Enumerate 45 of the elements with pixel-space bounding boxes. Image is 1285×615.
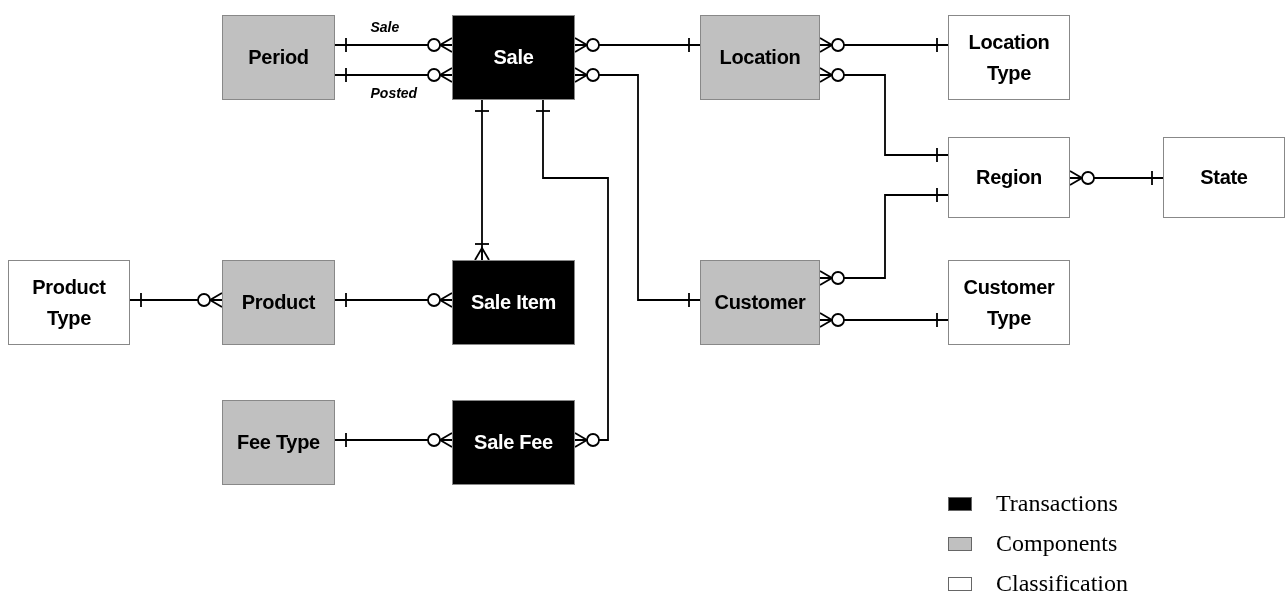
relationship-line: [334, 67, 453, 83]
entity-name: Region: [976, 165, 1042, 190]
entity-box: [948, 137, 1070, 218]
relationship-line: [819, 37, 949, 53]
legend-label: Components: [996, 530, 1118, 557]
relationship-line: [474, 99, 490, 261]
relationship-line: [819, 312, 949, 328]
entity-name: Sale Item: [470, 290, 557, 315]
entity-box: [222, 260, 335, 345]
entity-box: [700, 15, 820, 100]
entity-box: [8, 260, 130, 345]
entity-name: Sale: [493, 45, 534, 70]
entity-name: Sale Fee: [474, 430, 553, 455]
legend-label: Transactions: [996, 490, 1118, 517]
relationship-line: [819, 187, 949, 286]
relationship-line: [819, 67, 949, 163]
entity-name: Location Type: [967, 29, 1051, 86]
relationship-line: [129, 292, 223, 308]
entity-name: State: [1200, 165, 1248, 190]
relationship-line: [334, 37, 453, 53]
relationship-line: [334, 292, 453, 308]
edge-label: Posted: [368, 85, 420, 101]
entity-name: Product: [241, 290, 316, 315]
entity-name: Fee Type: [237, 430, 320, 455]
entity-name: Product Type: [31, 274, 107, 331]
relationship-line: [574, 37, 701, 53]
relationship-line: [334, 432, 453, 448]
entity-box: [452, 15, 575, 100]
entity-name: Period: [248, 45, 309, 70]
entity-box: [222, 400, 335, 485]
relationship-line: [1069, 170, 1164, 186]
entity-box: [948, 260, 1070, 345]
entity-box: [700, 260, 820, 345]
entity-box: [222, 15, 335, 100]
entity-box: [452, 400, 575, 485]
entity-name: Customer Type: [962, 274, 1056, 331]
edge-label: Sale: [368, 19, 402, 35]
entity-name: Customer: [714, 290, 806, 315]
legend-label: Classification: [996, 570, 1128, 597]
entity-name: Location: [719, 45, 801, 70]
entity-box: [452, 260, 575, 345]
entity-box: [1163, 137, 1285, 218]
relationship-line: [574, 67, 701, 308]
entity-box: [948, 15, 1070, 100]
relationship-line: [535, 99, 609, 448]
